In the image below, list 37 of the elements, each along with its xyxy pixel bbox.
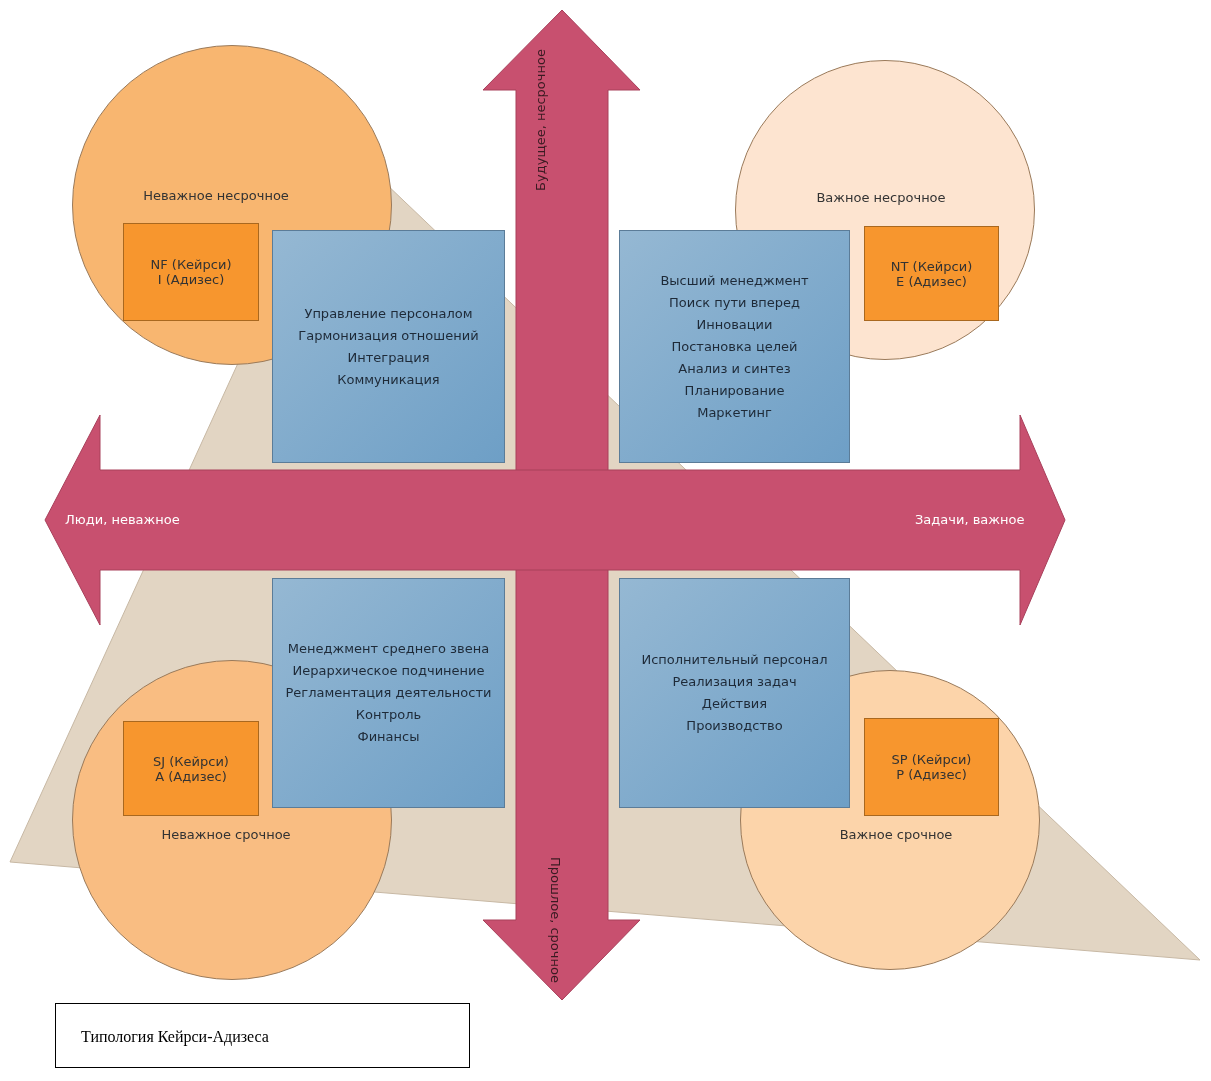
type-box: NT (Кейрси) E (Адизес) — [864, 226, 999, 321]
list-item: Постановка целей — [671, 337, 798, 356]
role-box — [272, 578, 505, 808]
list-item: Иерархическое подчинение — [292, 662, 485, 680]
type-box: NF (Кейрси) I (Адизес) — [123, 223, 259, 321]
type-box: SJ (Кейрси) A (Адизес) — [123, 721, 259, 816]
role-box — [619, 230, 850, 463]
axis-label: Люди, неважное — [65, 512, 180, 527]
list-item: Инновации — [696, 315, 773, 334]
list-item: Маркетинг — [697, 403, 772, 422]
list-item: Поиск пути вперед — [668, 293, 801, 312]
list-item: Реализация задач — [672, 673, 797, 691]
type-box: SP (Кейрси) P (Адизес) — [864, 718, 999, 816]
caption-box: Типология Кейрси-Адизеса — [55, 1003, 470, 1068]
axis-label: Прошлое, срочное — [547, 857, 563, 983]
list-item: Регламентация деятельности — [285, 684, 492, 702]
role-box — [272, 230, 505, 463]
list-item: Действия — [701, 695, 768, 713]
list-item: Производство — [686, 717, 783, 735]
list-item: Гармонизация отношений — [298, 326, 479, 345]
list-item: Планирование — [684, 381, 785, 400]
list-item: Финансы — [357, 728, 420, 746]
list-item: Исполнительный персонал — [641, 651, 828, 669]
role-box — [619, 578, 850, 808]
list-item: Высший менеджмент — [660, 271, 809, 290]
list-item: Контроль — [355, 706, 422, 724]
quadrant-heading: Неважное несрочное — [143, 188, 289, 203]
list-item: Анализ и синтез — [678, 359, 791, 378]
axis-label: Будущее, несрочное — [532, 49, 548, 191]
list-item: Коммуникация — [337, 370, 440, 389]
list-item: Управление персоналом — [304, 304, 473, 323]
list-item: Менеджмент среднего звена — [287, 640, 490, 658]
quadrant-heading: Неважное срочное — [161, 827, 291, 842]
list-item: Интеграция — [347, 348, 430, 367]
quadrant-heading: Важное несрочное — [816, 190, 946, 205]
axis-label: Задачи, важное — [915, 512, 1025, 527]
quadrant-heading: Важное срочное — [839, 827, 953, 842]
